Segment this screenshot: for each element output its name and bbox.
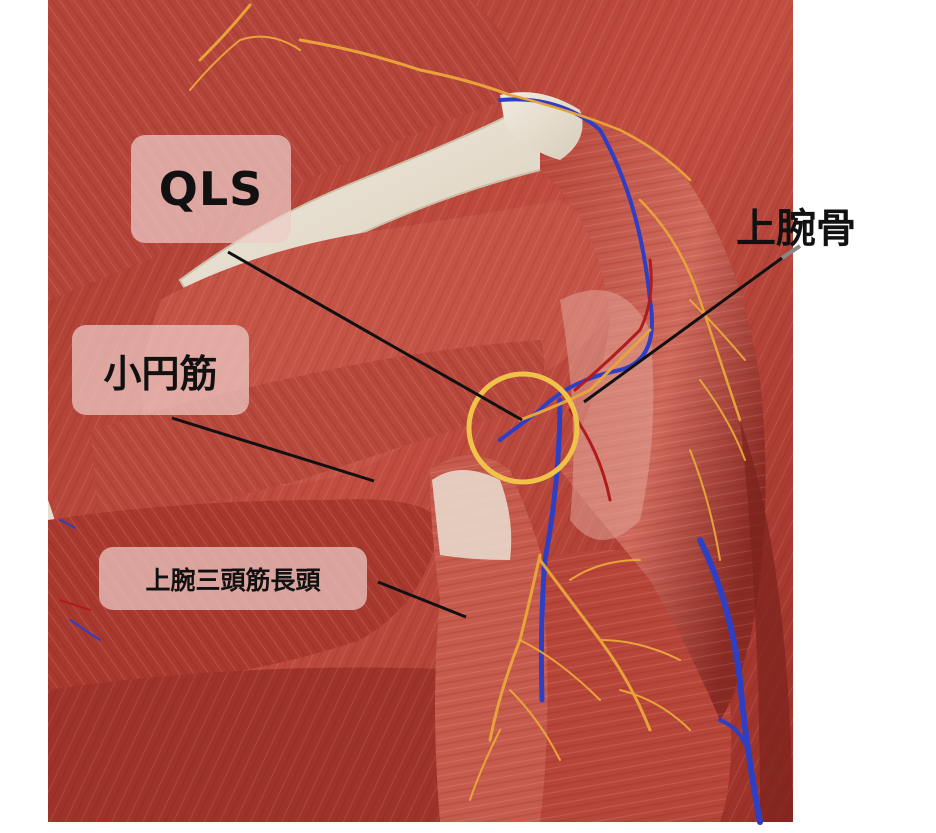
arm-shadow — [740, 420, 793, 822]
label-humerus: 上腕骨 — [736, 206, 856, 252]
qls-highlight-circle — [466, 371, 580, 485]
leader-line-teres-minor — [171, 416, 375, 483]
teres-minor-muscle — [90, 340, 545, 520]
leader-line-humerus-tip — [780, 244, 802, 260]
label-triceps-long-head: 上腕三頭筋長頭 — [99, 547, 367, 610]
teres-major-muscle — [48, 499, 470, 822]
nerves — [189, 3, 746, 801]
leader-line-qls — [227, 250, 523, 422]
leader-lines — [171, 250, 783, 619]
vessels — [59, 97, 763, 825]
leader-line-triceps — [377, 580, 467, 619]
label-teres-minor: 小円筋 — [72, 325, 249, 415]
deltoid-muscle — [540, 118, 766, 721]
label-qls: QLS — [131, 135, 291, 243]
leader-line-humerus — [583, 256, 783, 404]
triceps-long-head-muscle — [430, 455, 560, 822]
